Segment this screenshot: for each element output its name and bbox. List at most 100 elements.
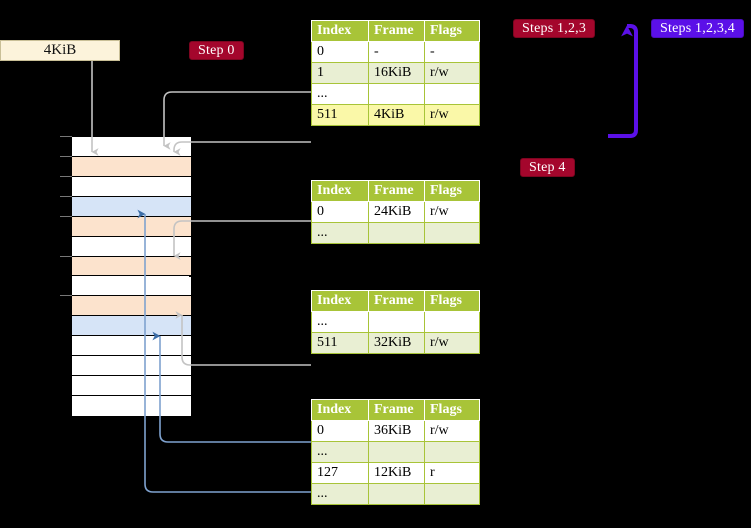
table-cell: ... bbox=[311, 222, 369, 244]
column-header: Index bbox=[311, 290, 369, 312]
table-cell bbox=[424, 83, 480, 105]
badge-step-0-label: Step 0 bbox=[198, 42, 235, 58]
table-cell bbox=[368, 311, 425, 333]
table-cell: r/w bbox=[424, 420, 480, 442]
table-cell bbox=[368, 222, 425, 244]
badge-step-0: Step 0 bbox=[189, 41, 244, 60]
memory-frame-tick bbox=[60, 195, 72, 197]
memory-frame-row bbox=[72, 216, 191, 237]
column-header: Frame bbox=[368, 399, 425, 421]
table-cell: - bbox=[424, 41, 480, 63]
badge-steps-1-2-3: Steps 1,2,3 bbox=[513, 19, 596, 38]
memory-frame-tick bbox=[60, 215, 72, 217]
memory-frame-row bbox=[72, 396, 191, 416]
memory-frame-row bbox=[72, 196, 191, 217]
table-cell: - bbox=[368, 41, 425, 63]
memory-frame-tick bbox=[60, 295, 72, 297]
memory-frame-tick bbox=[60, 155, 72, 157]
column-header: Frame bbox=[368, 290, 425, 312]
table-cell: ... bbox=[311, 483, 369, 505]
wire-t1-row511-to-memory bbox=[173, 141, 311, 156]
table-cell: 0 bbox=[311, 201, 369, 223]
table-cell: r/w bbox=[424, 201, 480, 223]
table-cell bbox=[368, 83, 425, 105]
table-cell: ... bbox=[311, 441, 369, 463]
memory-frame-row bbox=[72, 156, 191, 177]
memory-frame-tick bbox=[60, 255, 72, 257]
memory-frame-row bbox=[72, 376, 191, 397]
page-size-legend-box: 4KiB bbox=[0, 40, 120, 61]
table-row: ... bbox=[311, 483, 480, 505]
table-cell: 1 bbox=[311, 62, 369, 84]
badge-steps-1-2-3-4: Steps 1,2,3,4 bbox=[651, 19, 744, 38]
memory-frame-row bbox=[72, 296, 191, 317]
wire-t3-row511-to-memory bbox=[175, 311, 311, 366]
physical-memory-column bbox=[71, 136, 191, 416]
column-header: Index bbox=[311, 20, 369, 42]
page-size-label: 4KiB bbox=[43, 42, 77, 58]
table-cell: 0 bbox=[311, 420, 369, 442]
table-cell bbox=[368, 483, 425, 505]
column-header: Flags bbox=[424, 20, 480, 42]
column-header: Index bbox=[311, 399, 369, 421]
table-cell: 12KiB bbox=[368, 462, 425, 484]
table-cell bbox=[424, 311, 480, 333]
memory-frame-row bbox=[72, 356, 191, 377]
arrow-steps-1-2-3-4 bbox=[608, 24, 638, 138]
column-header: Index bbox=[311, 180, 369, 202]
table-cell: 4KiB bbox=[368, 104, 425, 126]
table-cell bbox=[424, 222, 480, 244]
memory-frame-row bbox=[72, 276, 191, 297]
table-row: ... bbox=[311, 222, 480, 244]
table-cell bbox=[424, 483, 480, 505]
column-header: Flags bbox=[424, 399, 480, 421]
table-cell bbox=[368, 441, 425, 463]
table-cell: 511 bbox=[311, 332, 369, 354]
memory-frame-row bbox=[72, 256, 191, 277]
table-cell: 16KiB bbox=[368, 62, 425, 84]
column-header: Frame bbox=[368, 180, 425, 202]
table-cell: 32KiB bbox=[368, 332, 425, 354]
table-cell: r/w bbox=[424, 332, 480, 354]
table-row: 0-- bbox=[311, 41, 480, 63]
table-row: ... bbox=[311, 311, 480, 333]
table-cell: 511 bbox=[311, 104, 369, 126]
badge-steps-1-2-3-4-label: Steps 1,2,3,4 bbox=[660, 20, 735, 36]
table-row: ... bbox=[311, 83, 480, 105]
wire-t2-row0-to-memory bbox=[173, 220, 311, 260]
memory-frame-row bbox=[72, 316, 191, 337]
table-cell: r/w bbox=[424, 104, 480, 126]
memory-frame-row bbox=[72, 137, 191, 157]
memory-frame-row bbox=[72, 236, 191, 257]
memory-frame-row bbox=[72, 336, 191, 357]
table-cell: r/w bbox=[424, 62, 480, 84]
badge-step-4-label: Step 4 bbox=[529, 159, 566, 175]
table-cell bbox=[424, 441, 480, 463]
badge-steps-1-2-3-label: Steps 1,2,3 bbox=[522, 20, 587, 36]
column-header: Flags bbox=[424, 180, 480, 202]
memory-frame-tick bbox=[60, 136, 72, 137]
table-cell: 0 bbox=[311, 41, 369, 63]
table-cell: 127 bbox=[311, 462, 369, 484]
table-cell: ... bbox=[311, 311, 369, 333]
table-cell: 24KiB bbox=[368, 201, 425, 223]
memory-frame-tick bbox=[60, 175, 72, 177]
table-cell: ... bbox=[311, 83, 369, 105]
column-header: Frame bbox=[368, 20, 425, 42]
column-header: Flags bbox=[424, 290, 480, 312]
table-row: ... bbox=[311, 441, 480, 463]
